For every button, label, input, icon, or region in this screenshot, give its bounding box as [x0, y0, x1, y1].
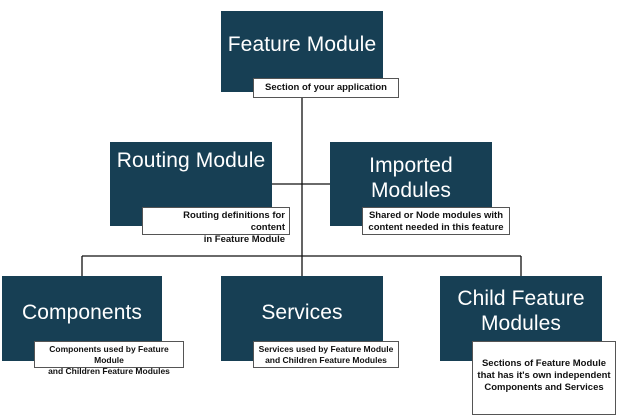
imported-modules-caption: Shared or Node modules with content need…: [362, 207, 510, 235]
services-title: Services: [261, 301, 343, 324]
feature-module-title: Feature Module: [227, 33, 377, 56]
services-caption: Services used by Feature Module and Chil…: [253, 341, 399, 368]
components-caption: Components used by Feature Module and Ch…: [34, 341, 184, 376]
feature-module-caption: Section of your application: [253, 78, 399, 98]
child-feature-modules-title: Child Feature Modules: [457, 287, 585, 335]
child-feature-modules-caption: Sections of Feature Module that has it's…: [472, 341, 616, 415]
components-title: Components: [21, 301, 143, 324]
routing-module-title: Routing Module: [116, 149, 266, 172]
imported-modules-title: Imported Modules: [369, 154, 453, 202]
routing-module-caption: Routing definitions for content in Featu…: [142, 207, 290, 245]
